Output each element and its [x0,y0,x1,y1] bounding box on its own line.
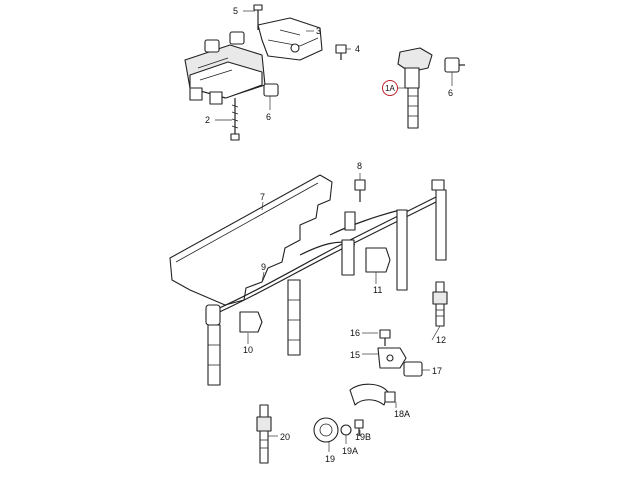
spark-plug-12 [432,281,448,327]
nut-4 [335,44,347,60]
bolt-2 [230,98,240,141]
callout-4: 4 [355,44,361,54]
callout-18A: 18A [394,409,411,419]
callout-15: 15 [350,350,361,360]
bolt-19B [354,419,364,436]
clip-11 [365,247,391,273]
sensor-15 [377,347,407,369]
callout-11: 11 [373,285,383,295]
callout-12: 12 [436,335,447,345]
washer-19A [340,424,352,436]
callout-2: 2 [205,115,211,125]
ignition-wire-set-9 [205,179,447,386]
coil-bracket [257,17,323,61]
callout-20: 20 [280,432,291,442]
connector-6b [444,57,465,73]
connector-6a [263,83,279,97]
ignition-coil-pack [184,31,266,105]
callout-19A: 19A [342,446,359,456]
callout-16: 16 [350,328,361,338]
callout-3: 3 [316,26,322,36]
callout-19: 19 [325,454,336,464]
ring-19 [313,417,339,443]
bolt-5 [253,4,263,30]
callout-6a: 6 [266,112,272,122]
callout-9: 9 [261,262,267,272]
cover-gasket-7 [169,174,333,306]
sensor-18A [349,383,396,406]
spark-plug-20 [256,404,272,464]
bolt-16 [379,329,391,346]
leader-lines [215,10,453,452]
callout-1A: 1A [385,83,395,93]
callout-17: 17 [432,366,443,376]
callout-10: 10 [243,345,254,355]
callout-1A-highlight: 1A [382,80,398,96]
callout-6b: 6 [448,88,454,98]
callout-5: 5 [233,6,239,16]
callout-7: 7 [260,192,266,202]
callout-8: 8 [357,161,363,171]
connector-17 [403,361,423,377]
clip-10 [239,311,263,333]
bolt-8 [354,179,366,202]
coil-on-plug-1A [397,47,433,129]
callout-19B: 19B [355,432,372,442]
